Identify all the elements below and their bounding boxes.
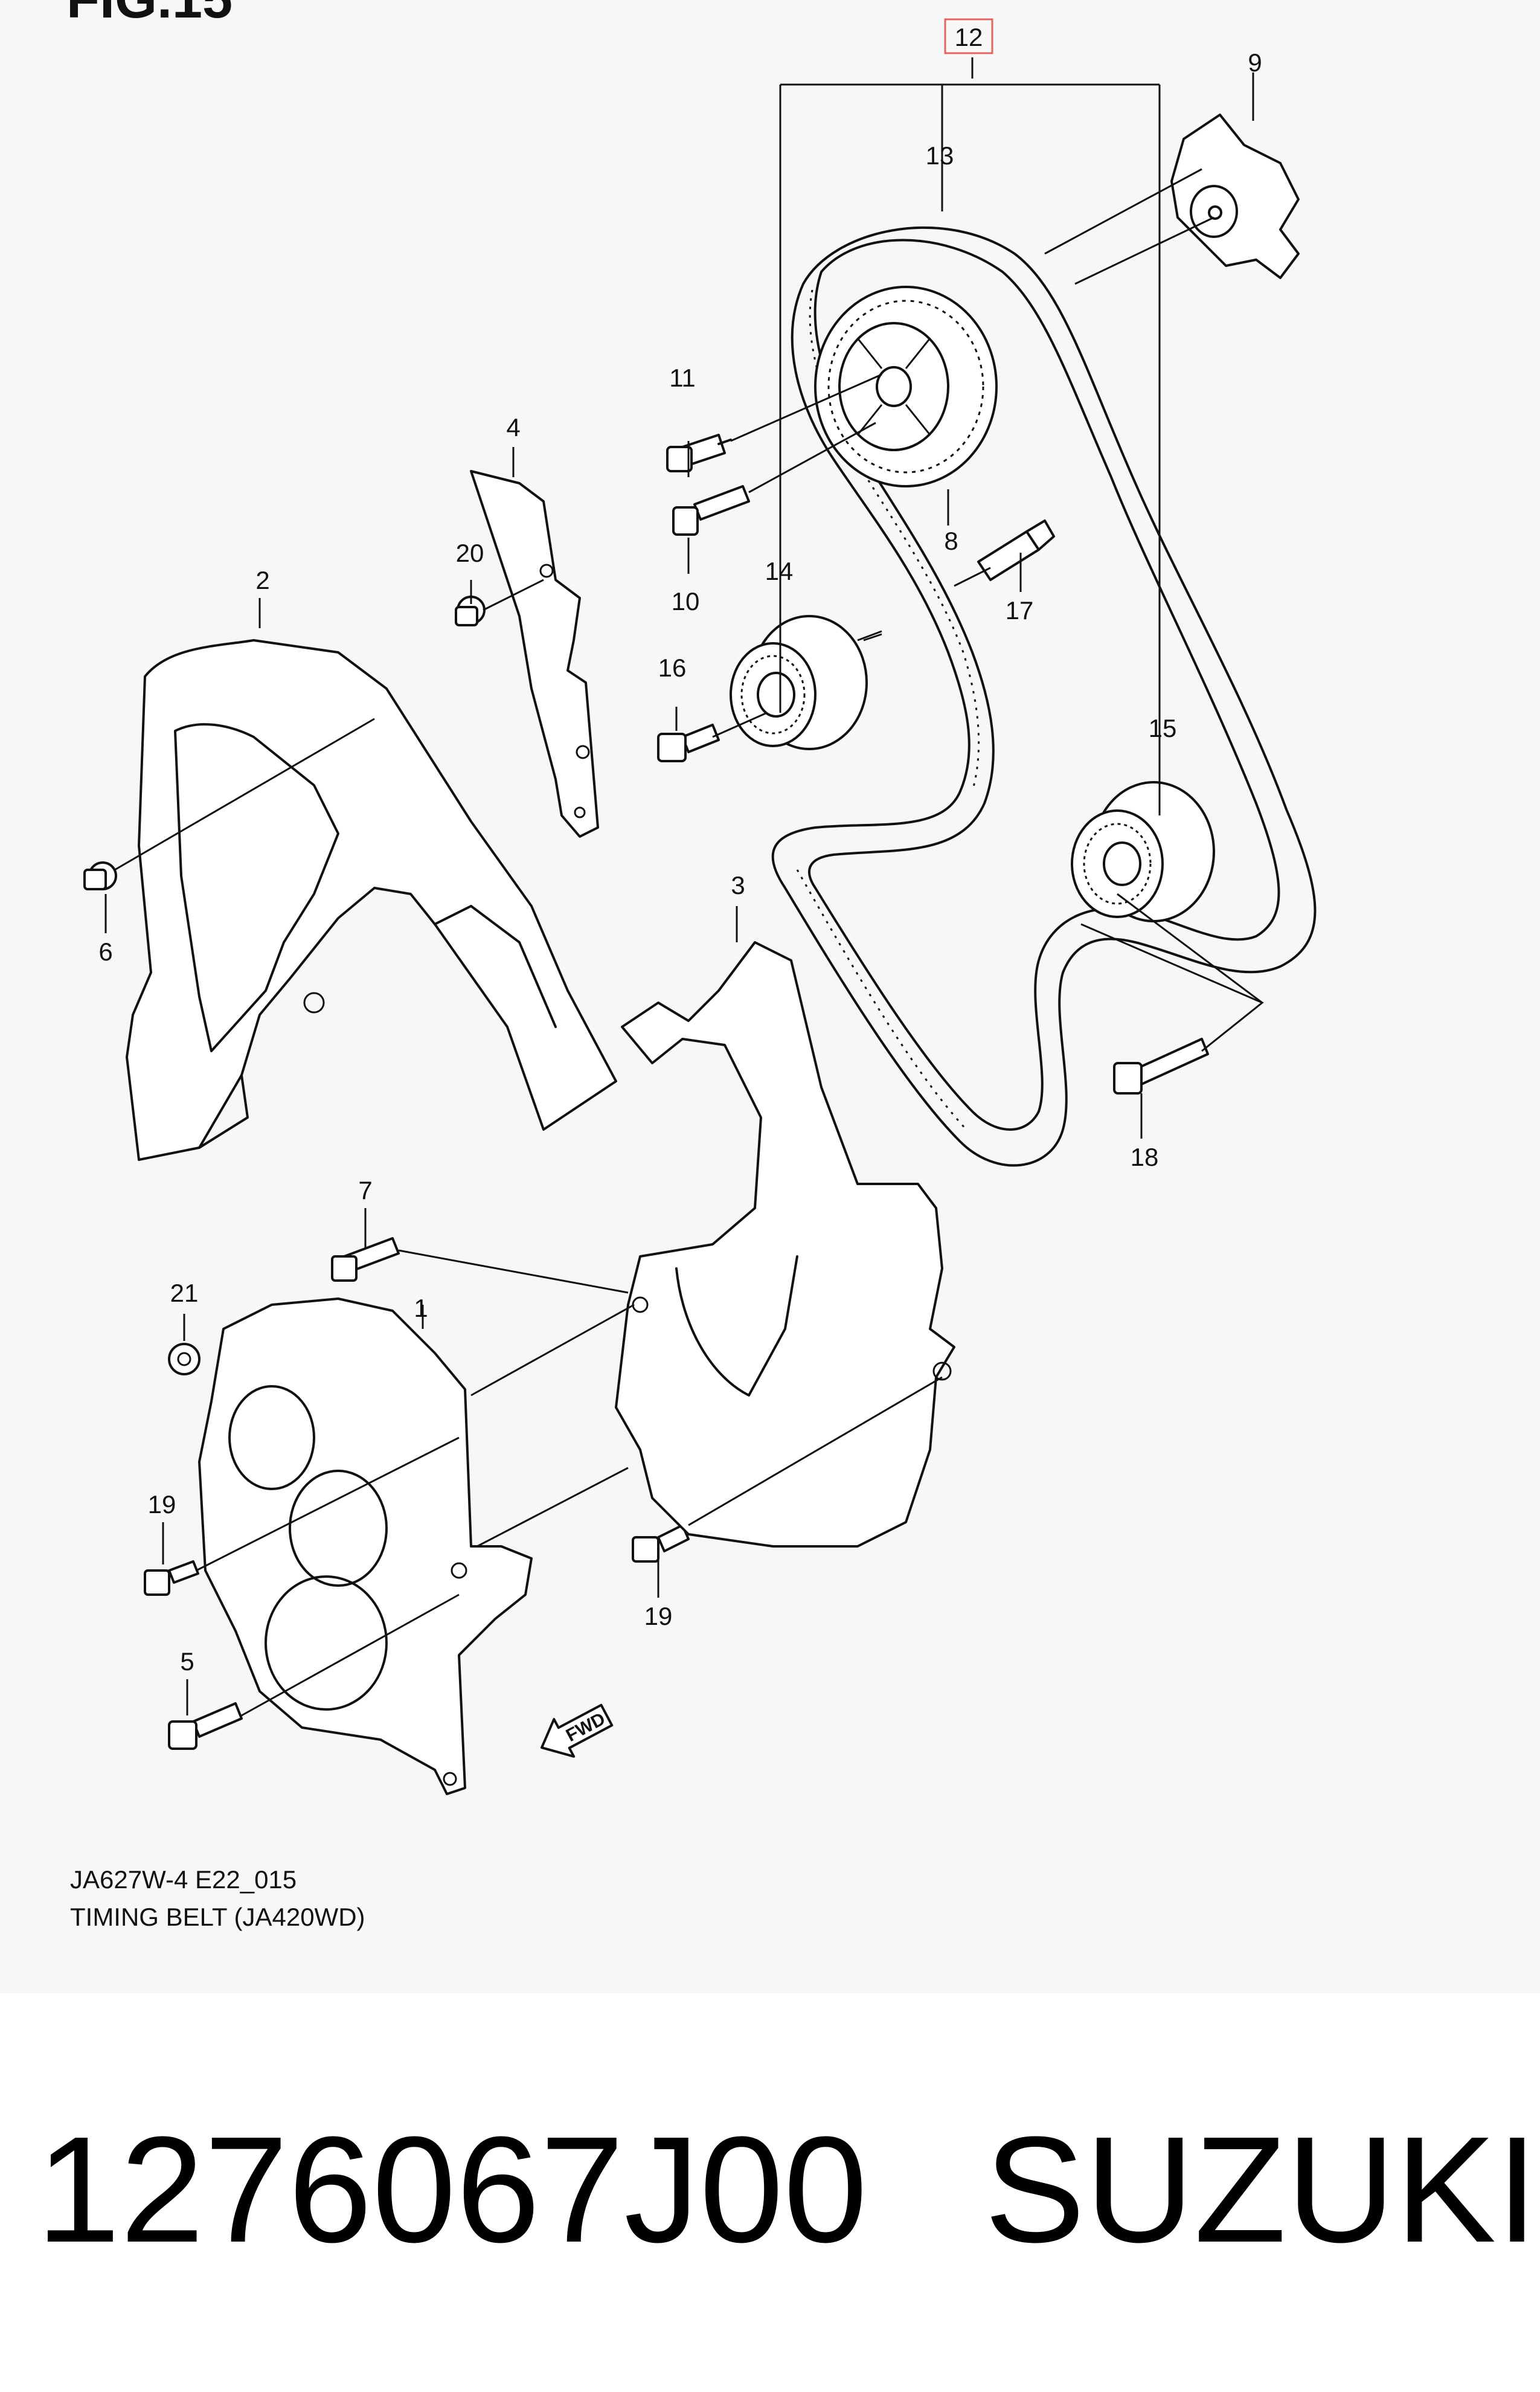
diagram-code: JA627W-4 E22_015: [70, 1865, 297, 1894]
upper-rear-cover: [126, 639, 617, 1161]
bolt-7: [331, 1237, 400, 1282]
callout-19-left: 19: [148, 1490, 176, 1519]
nut-21: [168, 1343, 201, 1375]
lower-front-cover: [198, 1297, 533, 1795]
footer-area: [0, 1993, 1540, 2392]
callout-18: 18: [1131, 1143, 1159, 1171]
bolt-5: [168, 1702, 243, 1750]
timing-belt-cover-bracket: [470, 470, 599, 838]
callout-3: 3: [731, 871, 745, 899]
callout-12: 12: [955, 23, 983, 51]
bolt-19-right: [632, 1524, 690, 1563]
callout-13: 13: [926, 141, 954, 170]
figure-title: FIG.15: [66, 0, 233, 31]
bolt-20: [455, 596, 486, 626]
callout-15: 15: [1149, 714, 1177, 742]
callout-2: 2: [255, 566, 269, 594]
callout-box-12: [944, 18, 993, 54]
callout-7: 7: [358, 1176, 372, 1204]
bolt-10: [672, 485, 750, 536]
exploded-parts-diagram: FWD 12 13 9 11 4 20 8 10 14 17 2 16 15 3…: [83, 18, 1317, 1795]
callout-10: 10: [672, 587, 700, 616]
water-pump: [1170, 114, 1300, 279]
callout-6: 6: [98, 937, 112, 966]
callout-labels: 12 13 9 11 4 20 8 10 14 17 2 16 15 3 6 1…: [98, 23, 1262, 1676]
bolt-6: [83, 861, 117, 890]
callout-1: 1: [414, 1294, 428, 1322]
fwd-direction-arrow: FWD: [541, 1703, 614, 1758]
callout-11: 11: [669, 364, 696, 392]
callout-17: 17: [1006, 596, 1034, 625]
idler-pulley: [1071, 781, 1215, 922]
callout-20: 20: [456, 539, 484, 567]
bolt-16: [657, 724, 720, 762]
callout-21: 21: [170, 1279, 199, 1307]
callout-19-right: 19: [644, 1602, 673, 1630]
bolt-19-left: [144, 1560, 199, 1596]
part-number: 1276067J00: [36, 2105, 868, 2274]
callout-16: 16: [658, 654, 687, 682]
stud: [977, 519, 1055, 581]
bolt-18: [1113, 1038, 1209, 1095]
rear-cover: [615, 941, 955, 1548]
brand-name: SUZUKI: [984, 2105, 1538, 2274]
bolt-11: [666, 434, 732, 472]
callout-5: 5: [180, 1647, 194, 1676]
callout-4: 4: [506, 413, 520, 442]
leader-lines: [104, 57, 1264, 1717]
timing-belt: [771, 226, 1317, 1167]
camshaft-pulley: [814, 286, 998, 487]
tensioner-pulley: [730, 615, 868, 750]
callout-14: 14: [765, 557, 794, 585]
callout-8: 8: [944, 527, 958, 555]
diagram-title: TIMING BELT (JA420WD): [70, 1903, 365, 1931]
callout-9: 9: [1248, 48, 1262, 77]
